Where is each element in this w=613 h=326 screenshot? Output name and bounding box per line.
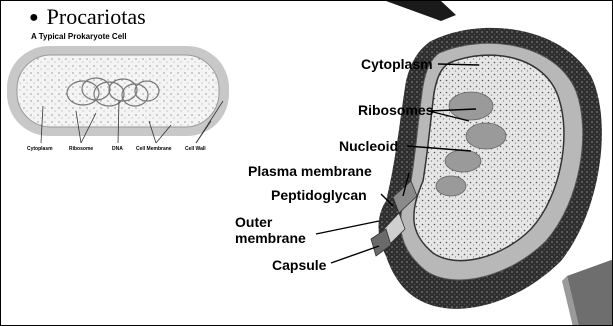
label-nucleoid: Nucleoid bbox=[339, 138, 398, 154]
small-label-cell-wall: Cell Wall bbox=[185, 146, 206, 152]
label-ribosomes: Ribosomes bbox=[358, 102, 433, 118]
page-title-text: Procariotas bbox=[47, 4, 146, 29]
small-cell-diagram bbox=[7, 46, 229, 143]
label-outer-membrane-line2: membrane bbox=[235, 230, 306, 246]
label-cytoplasm: Cytoplasm bbox=[361, 56, 433, 72]
small-label-cytoplasm: Cytoplasm bbox=[27, 146, 53, 152]
decor-top-stroke bbox=[386, 1, 456, 21]
label-outer-membrane-line1: Outer bbox=[235, 214, 272, 230]
page-title: ● Procariotas bbox=[29, 4, 146, 30]
decor-bottom-block bbox=[562, 259, 613, 326]
small-label-ribosome: Ribosome bbox=[69, 146, 93, 152]
label-peptidoglycan: Peptidoglycan bbox=[271, 187, 367, 203]
label-plasma-membrane: Plasma membrane bbox=[248, 163, 372, 179]
small-label-cell-membrane: Cell Membrane bbox=[136, 146, 172, 152]
label-capsule: Capsule bbox=[272, 257, 326, 273]
small-label-dna: DNA bbox=[112, 146, 123, 152]
bullet-icon: ● bbox=[29, 9, 39, 26]
small-diagram-caption: A Typical Prokaryote Cell bbox=[31, 32, 127, 41]
